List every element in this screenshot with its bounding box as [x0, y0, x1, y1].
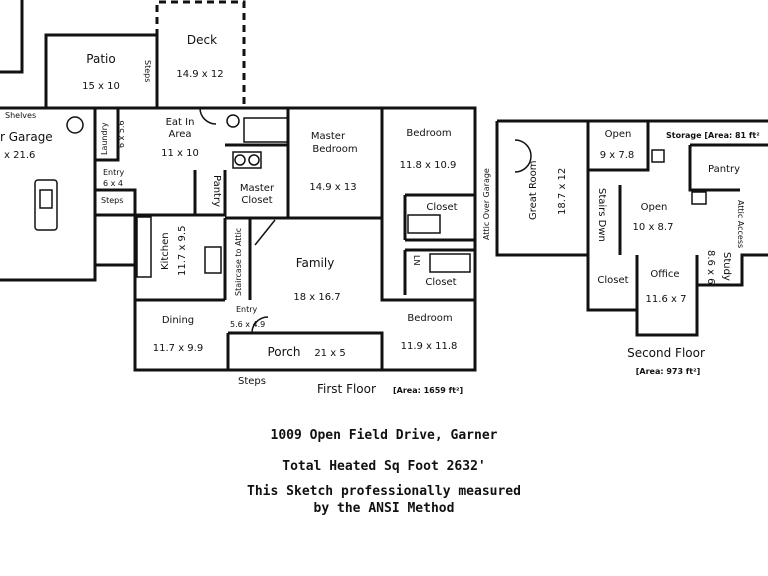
total-sqft-text: Total Heated Sq Foot 2632'	[282, 459, 486, 474]
office-dims: 11.6 x 7	[646, 294, 687, 305]
laundry-wall	[95, 108, 120, 162]
deck-outline	[155, 0, 246, 108]
eat-in-label-2: Area	[168, 129, 191, 140]
great-room-label: Great Room	[528, 161, 539, 221]
second-floor-sink	[651, 149, 665, 163]
main-house-outline	[95, 106, 477, 372]
closet3-label: Closet	[597, 275, 628, 286]
deck-dims: 14.9 x 12	[176, 69, 223, 80]
second-floor-area: [Area: 973 ft²]	[636, 367, 701, 376]
bedroom2-label: Bedroom	[407, 313, 452, 324]
entry-front-label: Entry	[236, 305, 258, 314]
patio-outline	[44, 33, 159, 108]
staircase-label: Staircase to Attic	[234, 228, 243, 296]
porch-outline	[226, 331, 384, 370]
master-bedroom-dims: 14.9 x 13	[309, 182, 356, 193]
closet1-wall	[403, 193, 475, 242]
closet1-label: Closet	[426, 202, 457, 213]
master-closet-label-2: Closet	[241, 195, 272, 206]
porch-label: Porch	[267, 345, 300, 359]
pantry-wall	[193, 170, 227, 217]
first-floor-label: First Floor	[317, 382, 376, 396]
office-label: Office	[650, 269, 679, 280]
storage-label: Storage [Area: 81 ft²	[666, 131, 760, 140]
garage-outline	[0, 106, 135, 267]
second-floor-label: Second Floor	[627, 346, 705, 360]
staircase-wall	[223, 218, 252, 300]
kitchen-stove	[204, 246, 222, 274]
garage-dims: x 21.6	[4, 150, 35, 161]
closet2-label: Closet	[425, 277, 456, 288]
entry-garage-dims: 6 x 4	[103, 179, 123, 188]
floor-plan: Patio 15 x 10 Steps Deck 14.9 x 12 Shelv…	[0, 0, 768, 396]
pantry2-label: Pantry	[708, 164, 740, 175]
closet2-wall	[403, 248, 475, 295]
master-bedroom-label-2: Bedroom	[312, 144, 357, 155]
storage-wall	[688, 143, 768, 192]
family-dims: 18 x 16.7	[293, 292, 340, 303]
master-closet-label-1: Master	[240, 183, 275, 194]
kitchen-label: Kitchen	[160, 232, 171, 270]
laundry-dims: 6 x 5.6	[117, 120, 126, 148]
eat-in-label-1: Eat In	[166, 117, 195, 128]
master-bath-tub	[243, 117, 289, 143]
entry-garage-label: Entry	[103, 168, 125, 177]
bedroom-divider-wall	[380, 108, 475, 302]
shelves-label: Shelves	[5, 111, 36, 120]
open1-label: Open	[605, 129, 632, 140]
pantry-appliance	[691, 191, 707, 205]
study-dims: 8.6 x 6	[705, 250, 716, 285]
patio-steps-label: Steps	[143, 60, 152, 82]
door-swing-great-room	[514, 139, 532, 173]
open2-dims: 10 x 8.7	[633, 222, 674, 233]
bath1-tub	[407, 214, 441, 234]
study-label: Study	[721, 252, 732, 281]
master-bedroom-label-1: Master	[311, 131, 346, 142]
kitchen-counter	[136, 216, 152, 278]
dining-dims: 11.7 x 9.9	[153, 343, 203, 354]
garage-bottom-wall	[0, 265, 97, 282]
pantry1-label: Pantry	[211, 175, 222, 207]
patio-label: Patio	[86, 52, 115, 66]
family-label: Family	[296, 256, 335, 270]
address-text: 1009 Open Field Drive, Garner	[270, 428, 498, 443]
laundry-washer-dryer	[232, 151, 262, 169]
bath2-tub	[429, 253, 471, 273]
eat-in-dims: 11 x 10	[161, 148, 199, 159]
stairs-down-label: Stairs Dwn	[596, 188, 607, 242]
door-swing-eatin	[199, 107, 217, 125]
water-heater-icon	[66, 116, 84, 134]
garage-label: r Garage	[0, 130, 53, 144]
attic-access-label: Attic Access	[736, 200, 745, 248]
laundry-label: Laundry	[100, 122, 109, 155]
deck-label: Deck	[187, 33, 217, 47]
steps-garage-label: Steps	[101, 196, 123, 205]
steps-front-label: Steps	[238, 376, 266, 387]
measured-note-line1: This Sketch professionally measured	[247, 484, 521, 499]
bedroom1-label: Bedroom	[406, 128, 451, 139]
entry-wall	[95, 188, 137, 215]
open1-wall	[588, 121, 650, 172]
measured-note-line2: by the ANSI Method	[313, 501, 455, 516]
car-icon	[34, 179, 58, 231]
toilet-icon	[226, 114, 240, 128]
left-edge-wall	[0, 0, 24, 74]
bedroom2-dims: 11.9 x 11.8	[401, 341, 458, 352]
attic-over-garage-label: Attic Over Garage	[482, 168, 491, 240]
open1-dims: 9 x 7.8	[600, 150, 635, 161]
second-floor-outline	[495, 119, 768, 337]
first-floor-area: [Area: 1659 ft²]	[393, 386, 463, 395]
patio-dims: 15 x 10	[82, 81, 120, 92]
door-swing-entry	[251, 316, 269, 334]
bedroom1-dims: 11.8 x 10.9	[400, 160, 457, 171]
office-wall	[635, 255, 699, 310]
ln-label: LN	[412, 255, 421, 265]
open2-label: Open	[641, 202, 668, 213]
great-room-dims: 18.7 x 12	[557, 168, 568, 215]
door-swing-master	[254, 219, 276, 246]
porch-dims: 21 x 5	[314, 348, 345, 359]
entry-front-dims: 5.6 x 4.9	[230, 320, 265, 329]
kitchen-dims: 11.7 x 9.5	[177, 226, 188, 276]
dining-label: Dining	[162, 315, 194, 326]
